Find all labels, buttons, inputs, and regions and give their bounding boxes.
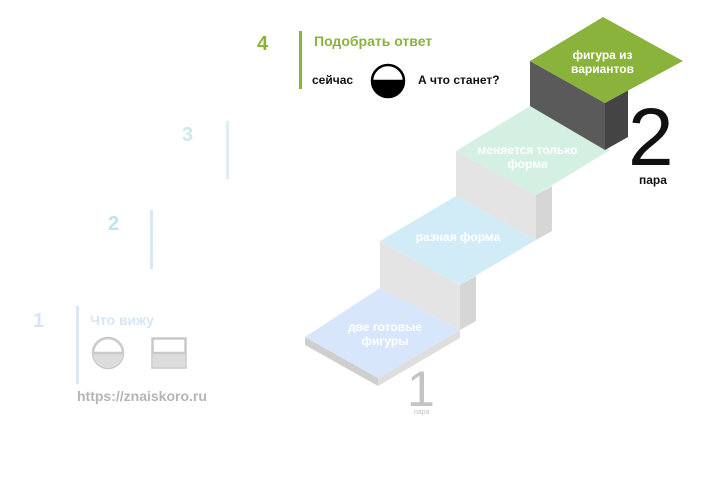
step-4-block-label: фигура из вариантов bbox=[571, 48, 634, 76]
half-filled-circle-icon bbox=[370, 63, 406, 99]
pair-bottom-number: 1 bbox=[407, 361, 435, 417]
step-3-divider bbox=[226, 121, 229, 179]
step-1-divider bbox=[76, 306, 79, 384]
step-2-number: 2 bbox=[108, 213, 120, 235]
step-4-block bbox=[530, 17, 683, 103]
rectangle-with-line-icon bbox=[151, 337, 187, 369]
step-1-number: 1 bbox=[33, 310, 45, 332]
step-4-title: Подобрать ответ bbox=[314, 33, 433, 49]
step-4-number: 4 bbox=[257, 33, 269, 55]
pair-top-label: пара bbox=[639, 173, 667, 187]
step-4-now-label: сейчас bbox=[312, 73, 354, 87]
step-2-divider bbox=[150, 210, 153, 269]
step-3-block bbox=[456, 106, 610, 195]
pair-top-number: 2 bbox=[628, 92, 674, 183]
step-4-question: А что станет? bbox=[418, 73, 500, 87]
step-2-block bbox=[380, 196, 536, 285]
step-3-block-label: меняется только форма bbox=[477, 143, 578, 171]
circle-with-line-icon bbox=[91, 336, 125, 370]
site-url: https://znaiskoro.ru bbox=[77, 388, 207, 404]
pair-bottom-label: пара bbox=[414, 409, 430, 416]
riser-1-2 bbox=[380, 241, 476, 330]
step-1-block-label: две готовые фигуры bbox=[347, 320, 423, 348]
step-1-block bbox=[305, 288, 460, 386]
step-4-divider bbox=[299, 31, 302, 89]
step-3-number: 3 bbox=[182, 124, 194, 146]
step-1-title: Что вижу bbox=[90, 312, 154, 328]
riser-3-4 bbox=[530, 61, 628, 150]
step-2-block-label: разная форма bbox=[415, 230, 501, 244]
riser-2-3 bbox=[456, 151, 552, 240]
